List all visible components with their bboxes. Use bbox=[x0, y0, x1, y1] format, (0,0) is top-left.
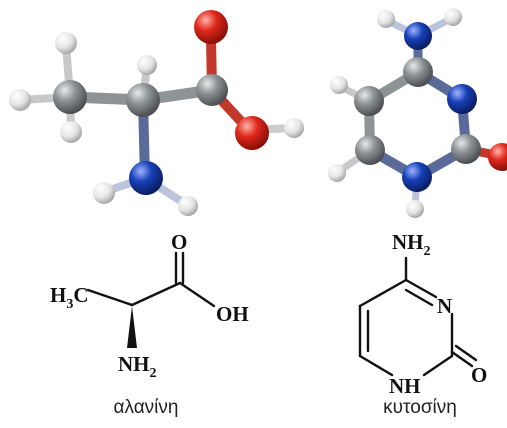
cytosine-atoms bbox=[328, 8, 507, 218]
nitrogen-atom bbox=[402, 162, 432, 192]
nitrogen-atom bbox=[404, 22, 432, 50]
oxygen-atom bbox=[194, 10, 228, 44]
hydrogen-atom bbox=[284, 118, 304, 138]
alanine-3d-model bbox=[9, 10, 304, 216]
ring-nh-label: NH bbox=[389, 374, 421, 398]
hydrogen-atom bbox=[444, 8, 462, 26]
bond-line bbox=[178, 281, 216, 308]
carbon-atom bbox=[53, 80, 87, 114]
carbon-atom bbox=[354, 86, 384, 116]
bond-line-double-b bbox=[454, 344, 478, 362]
oxygen-atom bbox=[235, 116, 269, 150]
alanine-caption: αλανίνη bbox=[114, 397, 179, 418]
carbon-atom bbox=[403, 57, 433, 87]
bond-line bbox=[130, 281, 182, 307]
hydrogen-atom bbox=[328, 164, 346, 182]
carbonyl-oxygen-label: O bbox=[171, 230, 187, 254]
carbon-atom bbox=[355, 135, 385, 165]
carbon-atom bbox=[126, 83, 160, 117]
nitrogen-atom bbox=[129, 161, 163, 195]
cytosine-structural-formula: NH2 N NH O κυτοσίνη bbox=[358, 230, 487, 418]
carbon-atom bbox=[451, 134, 481, 164]
hydrogen-atom bbox=[55, 32, 77, 54]
hydrogen-atom bbox=[60, 121, 82, 143]
hydrogen-atom bbox=[330, 76, 348, 94]
alanine-structural-formula: H3C O OH NH2 αλανίνη bbox=[50, 230, 249, 418]
bond-line-inner bbox=[404, 288, 434, 307]
cytosine-amine-label: NH2 bbox=[392, 230, 431, 259]
nitrogen-atom bbox=[447, 84, 477, 114]
hydrogen-atom bbox=[406, 200, 424, 218]
alanine-amine-label: NH2 bbox=[118, 352, 157, 381]
bond-line bbox=[422, 354, 454, 377]
alanine-atoms bbox=[9, 10, 304, 216]
hydrogen-atom bbox=[137, 55, 157, 75]
bond-line bbox=[404, 278, 438, 299]
bond-line-double-a bbox=[450, 350, 474, 368]
hydroxyl-label: OH bbox=[216, 302, 249, 326]
hydrogen-atom bbox=[377, 10, 395, 28]
wedge-bond bbox=[127, 306, 137, 348]
hydrogen-atom bbox=[178, 196, 198, 216]
methyl-group-label: H3C bbox=[50, 283, 89, 312]
ring-nitrogen-label: N bbox=[437, 294, 452, 318]
cytosine-caption: κυτοσίνη bbox=[383, 397, 457, 418]
cytosine-oxygen-label: O bbox=[471, 363, 487, 387]
oxygen-atom bbox=[488, 143, 507, 171]
bond-line bbox=[358, 278, 408, 308]
hydrogen-atom bbox=[93, 182, 115, 204]
hydrogen-atom bbox=[9, 89, 31, 111]
carbon-atom bbox=[196, 74, 228, 106]
cytosine-3d-model bbox=[328, 8, 507, 218]
bond-line bbox=[86, 288, 134, 307]
bond-line bbox=[358, 354, 394, 377]
